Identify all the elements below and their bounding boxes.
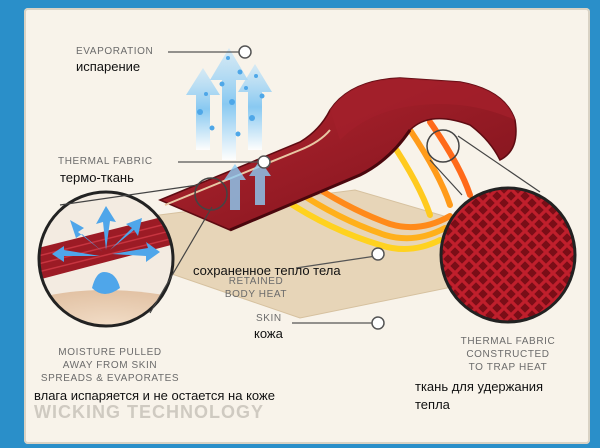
constructed-label-line3: TO TRAP HEAT xyxy=(468,362,548,373)
vapor-arrows xyxy=(186,48,272,210)
constructed-label-line1: THERMAL FABRIC xyxy=(460,336,556,347)
footer-title: WICKING TECHNOLOGY xyxy=(34,402,264,422)
skin-label-ru: кожа xyxy=(254,326,283,341)
skin-label: SKIN xyxy=(256,313,282,324)
moisture-label-line1: MOISTURE PULLED xyxy=(58,347,162,358)
wicking-magnifier xyxy=(39,192,173,326)
moisture-label-line3: SPREADS & EVAPORATES xyxy=(40,373,180,384)
constructed-label-line2: CONSTRUCTED xyxy=(466,349,550,360)
thermal-fabric-label-ru: термо-ткань xyxy=(60,170,134,185)
moisture-label-line2: AWAY FROM SKIN xyxy=(62,360,158,371)
constructed-label-ru-line1: ткань для удержания xyxy=(415,379,544,394)
constructed-label-ru-line2: тепла xyxy=(415,397,450,412)
retained-heat-label-line1: RETAINED xyxy=(228,276,284,287)
weave-magnifier xyxy=(441,188,575,322)
thermal-fabric-label: THERMAL FABRIC xyxy=(58,156,153,167)
retained-heat-label-line2: BODY HEAT xyxy=(224,289,288,300)
callout-lines xyxy=(168,45,385,330)
vapor-droplets xyxy=(197,56,265,137)
retained-heat-label-ru: сохраненное тепло тела xyxy=(193,263,341,278)
moisture-label-ru: влага испаряется и не остается на коже xyxy=(34,388,275,403)
evaporation-label: EVAPORATION xyxy=(76,46,154,57)
evaporation-label-ru: испарение xyxy=(76,59,141,74)
